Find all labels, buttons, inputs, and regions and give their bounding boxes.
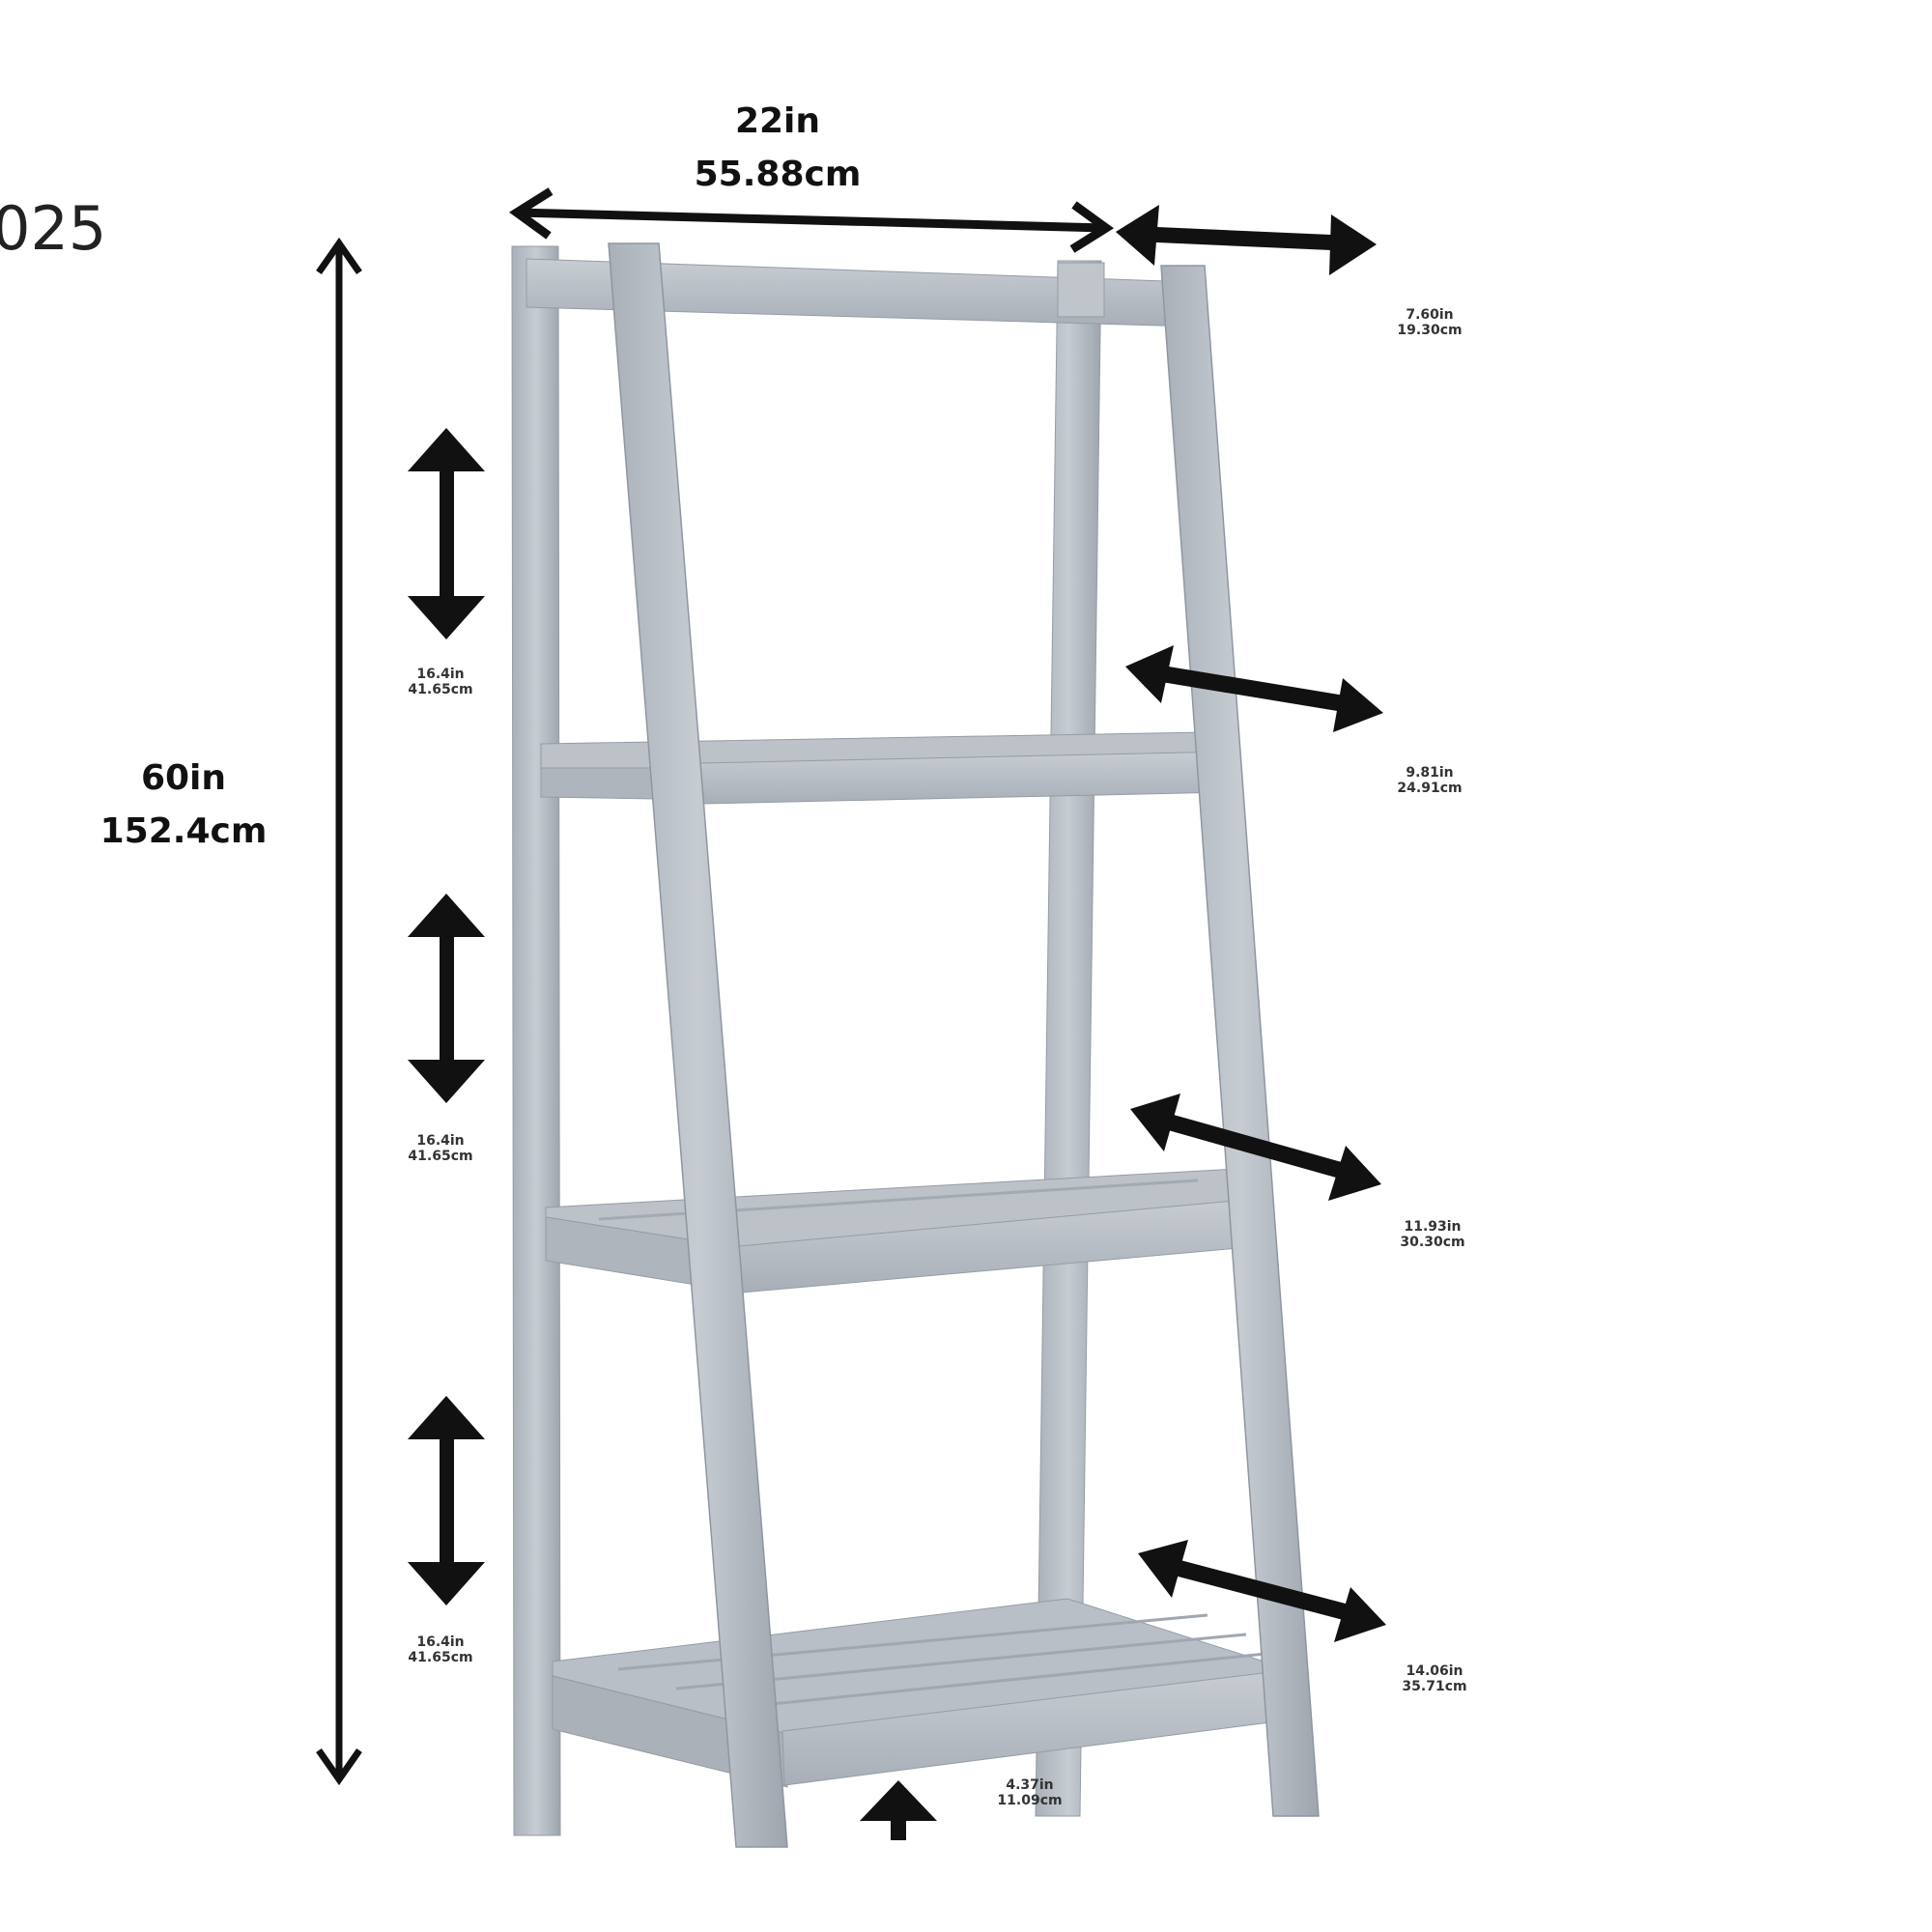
spacing-label-2: 16.4in 41.65cm: [383, 1133, 498, 1164]
width-arrow-icon: [508, 187, 1115, 253]
spacing-2-cm: 41.65cm: [408, 1149, 473, 1165]
spacing-arrow-3-icon: [408, 1396, 485, 1605]
shelf3-depth-arrow-icon: [1130, 1094, 1381, 1201]
width-in: 22in: [734, 101, 821, 141]
shelf3-depth-cm: 30.30cm: [1400, 1235, 1465, 1251]
floor-clearance-label: 4.37in 11.09cm: [972, 1777, 1088, 1808]
height-label: 60in 152.4cm: [87, 758, 280, 852]
spacing-1-cm: 41.65cm: [408, 682, 473, 698]
back-right-upright: [1035, 260, 1102, 1817]
shelf2-depth-label: 9.81in 24.91cm: [1372, 765, 1488, 796]
shelf4-depth-label: 14.06in 35.71cm: [1377, 1663, 1492, 1694]
height-in: 60in: [140, 758, 227, 798]
shelf4-depth-cm: 35.71cm: [1402, 1679, 1467, 1695]
spacing-label-3: 16.4in 41.65cm: [383, 1634, 498, 1665]
top-depth-arrow-icon: [1116, 205, 1377, 275]
shelf-2: [540, 731, 1234, 805]
height-cm: 152.4cm: [99, 811, 268, 852]
shelf3-depth-in: 11.93in: [1404, 1219, 1462, 1235]
shelf4-depth-in: 14.06in: [1406, 1663, 1463, 1679]
spacing-3-in: 16.4in: [416, 1634, 465, 1650]
shelf2-depth-in: 9.81in: [1406, 765, 1454, 781]
spacing-arrow-2-icon: [408, 894, 485, 1103]
spacing-arrow-1-icon: [408, 428, 485, 639]
shelf3-depth-label: 11.93in 30.30cm: [1375, 1219, 1491, 1250]
spacing-2-in: 16.4in: [416, 1133, 465, 1149]
top-depth-in: 7.60in: [1406, 307, 1454, 323]
width-cm: 55.88cm: [694, 155, 862, 195]
top-depth-cm: 19.30cm: [1397, 323, 1463, 339]
height-arrow-icon: [316, 237, 362, 1786]
top-rail: [526, 258, 1194, 327]
floor-clearance-in: 4.37in: [1006, 1777, 1054, 1793]
width-label: 22in 55.88cm: [681, 101, 874, 195]
top-depth-label: 7.60in 19.30cm: [1372, 307, 1488, 338]
spacing-1-in: 16.4in: [416, 667, 465, 682]
spacing-3-cm: 41.65cm: [408, 1650, 473, 1666]
shelf2-depth-cm: 24.91cm: [1397, 781, 1463, 797]
back-left-upright: [511, 245, 561, 1836]
front-left-leg: [608, 242, 788, 1848]
cropped-label: 025: [0, 193, 107, 264]
shelf4-depth-arrow-icon: [1138, 1540, 1386, 1642]
front-right-leg: [1160, 265, 1320, 1817]
floor-clearance-arrow-icon: [860, 1780, 937, 1840]
floor-clearance-cm: 11.09cm: [997, 1793, 1063, 1809]
shelf2-depth-arrow-icon: [1125, 645, 1383, 732]
spacing-label-1: 16.4in 41.65cm: [383, 667, 498, 697]
